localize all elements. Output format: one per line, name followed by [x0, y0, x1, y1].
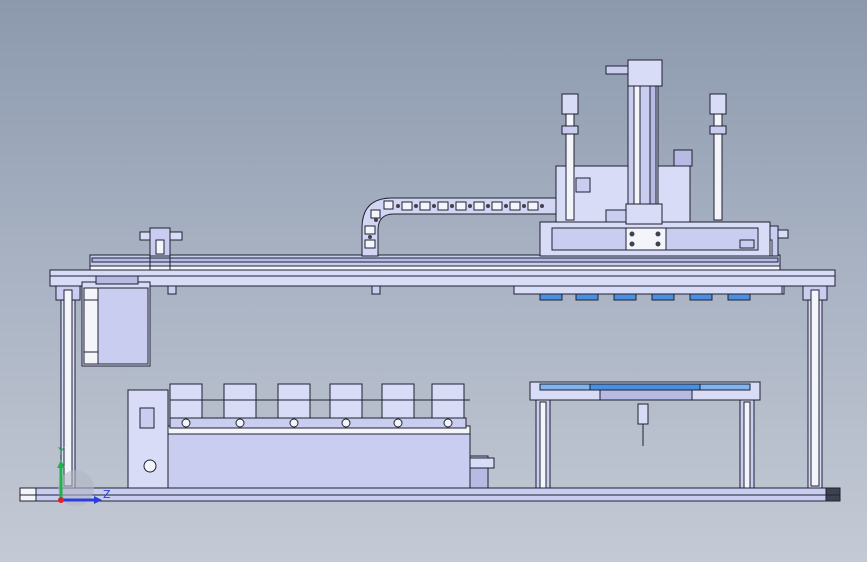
vacuum-suction-row: [513, 285, 783, 301]
linear-guide-rail: [89, 254, 781, 271]
carriage-plate: [539, 221, 771, 257]
fixture-blocks: [169, 383, 470, 429]
dispensing-table: [529, 381, 761, 489]
left-guide-rod: [561, 93, 579, 221]
x-axis-dot: [58, 497, 64, 503]
stepper-motor: [81, 275, 151, 367]
z-axis-label: Z: [103, 488, 111, 501]
y-axis-label: Y: [57, 445, 65, 458]
rail-end-bracket-left: [139, 227, 183, 257]
cable-drag-chain: [361, 197, 557, 257]
right-support-column: [802, 285, 828, 489]
right-guide-rod: [709, 93, 727, 221]
coordinate-triad: Y Z: [57, 445, 111, 506]
base-plate: [19, 487, 841, 502]
main-pneumatic-cylinder: [605, 59, 663, 225]
index-table-base: [127, 389, 495, 489]
dispensing-needle: [637, 403, 649, 446]
valve-block: [555, 149, 693, 223]
